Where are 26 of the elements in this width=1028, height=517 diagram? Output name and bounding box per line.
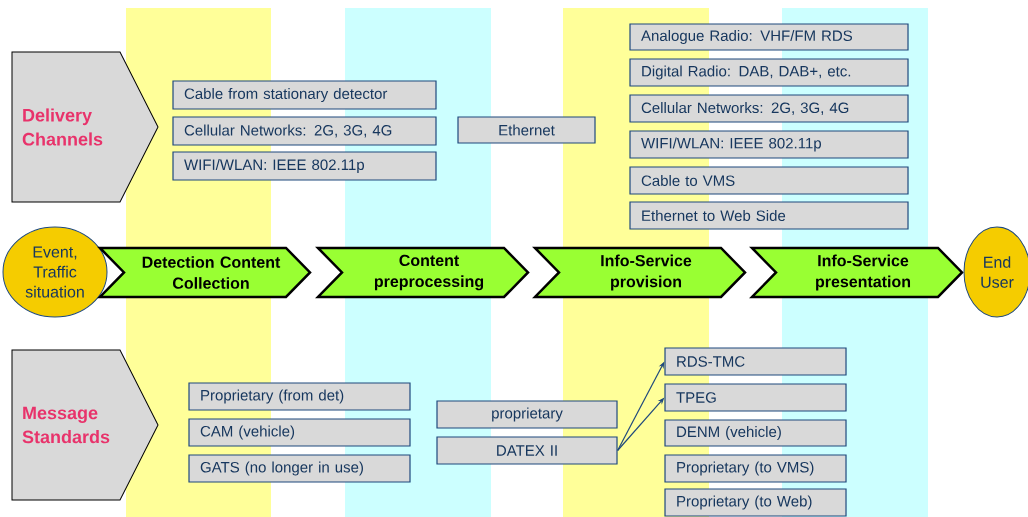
- text-box: DATEX II: [436, 436, 618, 465]
- process-step: Detection Content Collection: [97, 246, 312, 299]
- text-box: GATS (no longer in use): [188, 454, 411, 483]
- text-box: WIFI/WLAN: IEEE 802.11p: [629, 130, 909, 159]
- text-box: DENM (vehicle): [664, 419, 847, 447]
- text-box: Ethernet to Web Side: [629, 201, 909, 230]
- text-box: Proprietary (to Web): [664, 488, 847, 517]
- text-box: Proprietary (from det): [188, 382, 411, 411]
- process-step: Content preprocessing: [315, 246, 530, 299]
- category-arrow-box: Message Standards: [11, 349, 159, 501]
- text-box: Ethernet: [457, 116, 596, 144]
- process-step: Info-Service presentation: [749, 246, 964, 299]
- text-box: Analogue Radio: VHF/FM RDS: [629, 23, 909, 51]
- text-box: Proprietary (to VMS): [664, 454, 847, 483]
- text-box: WIFI/WLAN: IEEE 802.11p: [172, 151, 437, 181]
- process-step: Info-Service provision: [532, 246, 747, 299]
- text-box: CAM (vehicle): [188, 418, 411, 447]
- text-box: Cable from stationary detector: [172, 80, 437, 110]
- category-arrow-box: Delivery Channels: [11, 51, 159, 203]
- text-box: Cellular Networks: 2G, 3G, 4G: [629, 94, 909, 123]
- text-box: proprietary: [436, 400, 618, 429]
- text-box: Cable to VMS: [629, 166, 909, 195]
- text-box: RDS-TMC: [664, 347, 847, 376]
- text-box: Cellular Networks: 2G, 3G, 4G: [172, 116, 437, 146]
- text-box: TPEG: [664, 383, 847, 412]
- text-box: Digital Radio: DAB, DAB+, etc.: [629, 58, 909, 87]
